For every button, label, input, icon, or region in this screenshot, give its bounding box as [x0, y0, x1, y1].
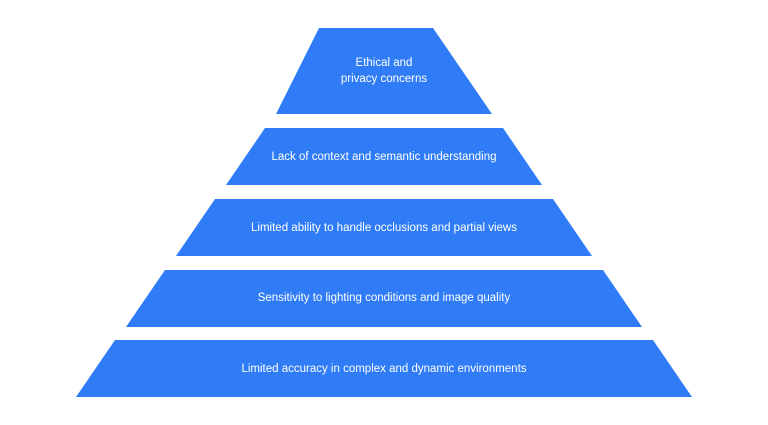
pyramid-tier-5: Limited accuracy in complex and dynamic … [76, 340, 692, 397]
tier-3-shape [176, 199, 592, 256]
pyramid-tier-3: Limited ability to handle occlusions and… [176, 199, 592, 256]
pyramid-tier-4: Sensitivity to lighting conditions and i… [126, 270, 642, 327]
tier-2-shape [226, 128, 542, 185]
tier-5-shape [76, 340, 692, 397]
tier-2-label: Lack of context and semantic understandi… [271, 151, 496, 163]
tier-1-shape [276, 28, 492, 114]
pyramid-tier-1: Ethical and privacy concerns [276, 28, 492, 114]
tier-4-shape [126, 270, 642, 327]
tier-3-label: Limited ability to handle occlusions and… [251, 222, 517, 234]
tier-4-label: Sensitivity to lighting conditions and i… [258, 292, 511, 304]
tier-5-label: Limited accuracy in complex and dynamic … [241, 363, 526, 375]
tier-1-label-line-2: privacy concerns [341, 73, 428, 85]
tier-1-label-line-1: Ethical and [356, 57, 413, 69]
pyramid-tier-2: Lack of context and semantic understandi… [226, 128, 542, 185]
